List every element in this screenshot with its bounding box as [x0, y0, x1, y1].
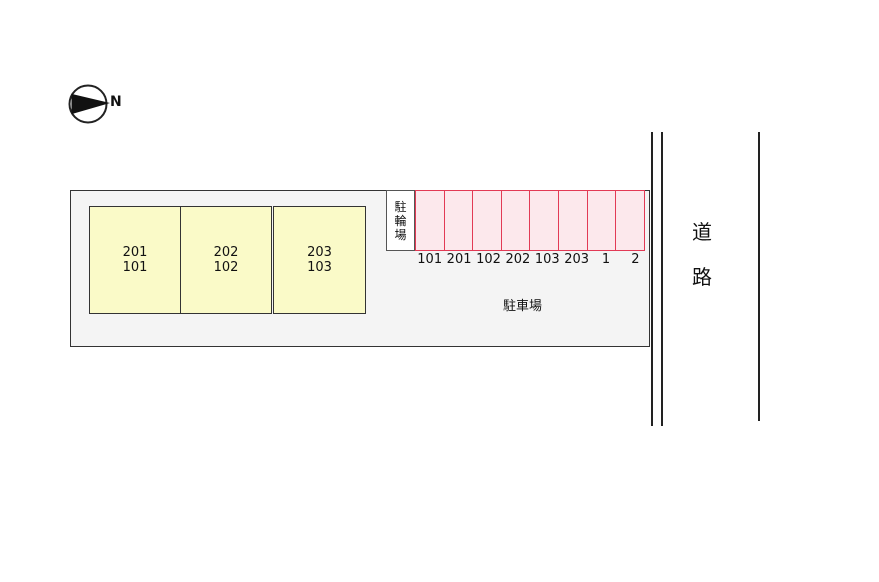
slot-label: 202 — [505, 252, 531, 267]
slot-label: 1 — [601, 252, 611, 267]
slot-label: 201 — [446, 252, 472, 267]
road-edge-line — [651, 132, 653, 426]
slot-label: 101 — [417, 252, 443, 267]
road-edge-line — [758, 132, 760, 421]
parking-slot — [500, 190, 531, 251]
unit-lower: 101 — [122, 260, 148, 275]
road-edge-line — [661, 132, 663, 426]
road-char: 道 — [692, 220, 712, 244]
parking-slot — [529, 190, 559, 251]
parking-slot — [615, 190, 645, 251]
unit-lower: 102 — [213, 260, 239, 275]
slot-label: 203 — [564, 252, 590, 267]
compass-icon — [68, 84, 110, 124]
parking-slot — [557, 190, 588, 251]
parking-slot — [443, 190, 474, 251]
slot-label: 102 — [476, 252, 501, 267]
bike-parking: 駐 輪 場 — [386, 190, 415, 251]
slot-label: 2 — [631, 252, 640, 267]
parking-slot — [415, 190, 445, 251]
car-slots — [415, 190, 645, 251]
slot-labels: 101 201 102 202 103 203 1 2 — [415, 252, 650, 267]
building-unit-2: 202 102 — [180, 206, 272, 314]
building-unit-1: 201 101 — [89, 206, 181, 314]
north-label: N — [110, 94, 122, 110]
building-unit-3: 203 103 — [273, 206, 366, 314]
unit-lower: 103 — [307, 260, 332, 275]
bike-parking-char: 場 — [394, 227, 407, 242]
road-label: 道 路 — [690, 210, 714, 300]
parking-slot — [586, 190, 617, 251]
bike-parking-char: 駐 — [394, 199, 407, 214]
unit-upper: 202 — [213, 245, 239, 260]
unit-upper: 201 — [122, 245, 148, 260]
road-char: 路 — [692, 265, 712, 289]
parking-area-label: 駐車場 — [503, 299, 543, 314]
slot-label: 103 — [534, 252, 560, 267]
unit-upper: 203 — [307, 245, 332, 260]
parking-slot — [472, 190, 502, 251]
bike-parking-char: 輪 — [394, 213, 407, 228]
